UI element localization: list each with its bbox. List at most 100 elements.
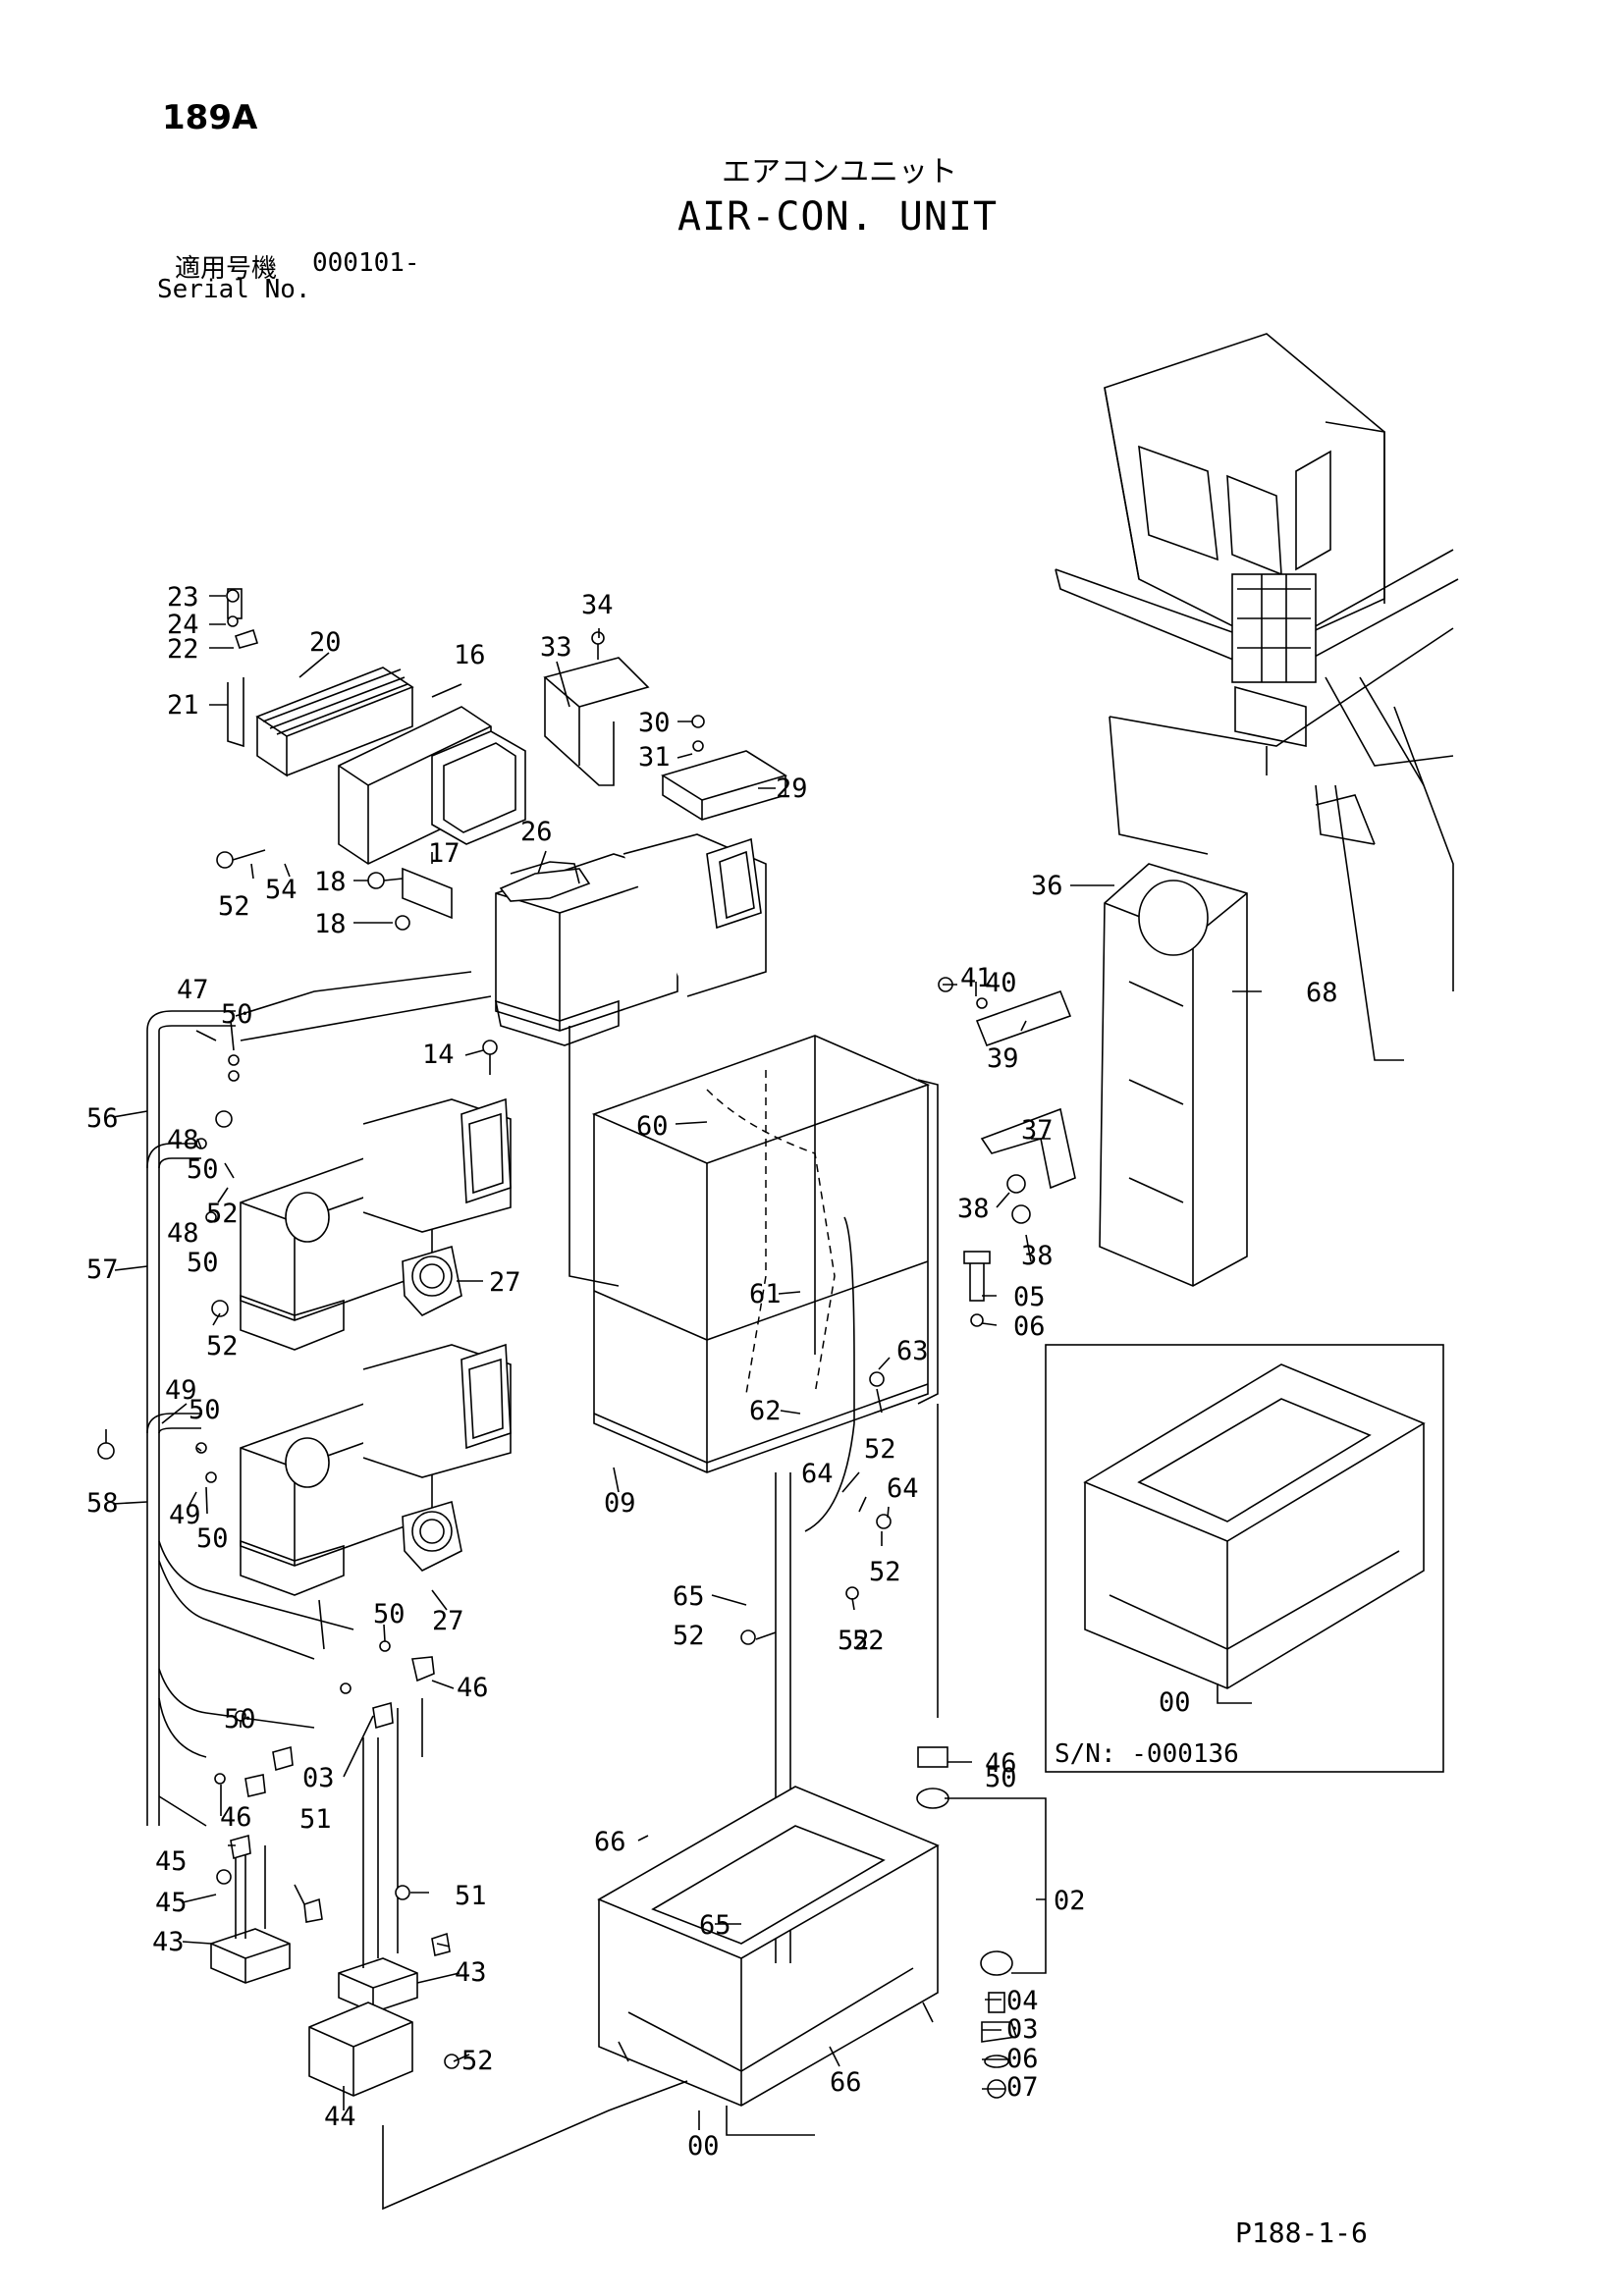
- middle-ac-unit: [240, 1097, 512, 1351]
- part-callout-52: 52: [461, 2046, 494, 2076]
- part-callout-52: 52: [218, 891, 250, 922]
- mount-frame: [591, 1035, 939, 1963]
- part-callout-66: 66: [830, 2067, 862, 2098]
- part-callout-51: 51: [299, 1804, 332, 1835]
- part-callout-50: 50: [221, 999, 253, 1030]
- part-callout-65: 65: [699, 1910, 731, 1941]
- part-callout-49: 49: [169, 1500, 201, 1530]
- part-callout-50: 50: [196, 1523, 229, 1554]
- part-callout-24: 24: [167, 610, 199, 640]
- part-callout-26: 26: [520, 817, 553, 847]
- part-callout-48: 48: [167, 1218, 199, 1249]
- part-callout-52: 52: [869, 1557, 901, 1587]
- part-callout-03: 03: [302, 1763, 335, 1793]
- part-callout-60: 60: [636, 1111, 669, 1142]
- part-callout-46: 46: [985, 1748, 1017, 1779]
- part-callout-50: 50: [187, 1154, 219, 1185]
- leader-lines: [105, 595, 1262, 2130]
- machine-cab-context: [1055, 333, 1459, 1061]
- base-frame: [597, 1786, 940, 2136]
- part-callout-37: 37: [1021, 1115, 1054, 1146]
- part-callout-09: 09: [604, 1488, 636, 1519]
- part-callout-00: 00: [1159, 1687, 1191, 1718]
- part-callout-41: 41: [960, 963, 993, 993]
- part-callout-03: 03: [1006, 2014, 1039, 2045]
- part-callout-50: 50: [189, 1395, 221, 1425]
- part-callout-06: 06: [1013, 1311, 1046, 1342]
- diagram-title-jp: エアコンユニット: [722, 155, 957, 189]
- part-callout-22: 22: [167, 634, 199, 665]
- part-callout-43: 43: [455, 1957, 487, 1988]
- part-callout-30: 30: [638, 708, 671, 738]
- part-callout-33: 33: [540, 632, 572, 663]
- part-callout-45: 45: [155, 1888, 188, 1918]
- part-callout-50: 50: [187, 1248, 219, 1278]
- part-callout-48: 48: [167, 1125, 199, 1155]
- part-callout-58: 58: [86, 1488, 119, 1519]
- part-callout-45: 45: [155, 1846, 188, 1877]
- part-callout-36: 36: [1031, 871, 1063, 901]
- part-callout-61: 61: [749, 1279, 782, 1309]
- upper-ac-unit: [494, 833, 767, 1046]
- connector-blocks: [210, 1599, 688, 2211]
- part-callout-50: 50: [224, 1704, 256, 1735]
- part-callout-06: 06: [1006, 2044, 1039, 2074]
- part-callout-43: 43: [152, 1927, 185, 1957]
- serial-value: 000101-: [312, 248, 420, 278]
- part-callout-27: 27: [432, 1606, 464, 1636]
- filter-duct-group: [227, 588, 787, 920]
- hoses: [146, 971, 620, 1827]
- part-callout-14: 14: [422, 1040, 455, 1070]
- part-callout-00: 00: [687, 2131, 720, 2162]
- part-callout-31: 31: [638, 742, 671, 773]
- part-callout-52: 52: [673, 1621, 705, 1651]
- part-callout-38: 38: [957, 1194, 990, 1224]
- part-callout-23: 23: [167, 582, 199, 613]
- part-callout-57: 57: [86, 1255, 119, 1285]
- duct-and-brackets: [975, 863, 1248, 1287]
- part-callout-46: 46: [457, 1673, 489, 1703]
- part-callout-21: 21: [167, 690, 199, 721]
- part-callout-17: 17: [428, 838, 460, 869]
- part-callout-47: 47: [177, 975, 209, 1005]
- part-callout-64: 64: [887, 1473, 919, 1504]
- page-reference: P188-1-6: [1235, 2216, 1368, 2249]
- part-callout-04: 04: [1006, 1986, 1039, 2016]
- part-callout-68: 68: [1306, 978, 1338, 1008]
- part-callout-46: 46: [220, 1802, 252, 1833]
- part-callout-29: 29: [776, 774, 808, 804]
- part-callout-52: 52: [852, 1626, 885, 1656]
- inset-serial-caption: S/N: -000136: [1055, 1739, 1239, 1769]
- part-callout-52: 52: [864, 1434, 896, 1465]
- lower-ac-unit: [240, 1343, 512, 1596]
- part-callout-38: 38: [1021, 1241, 1054, 1271]
- part-callout-50: 50: [373, 1599, 406, 1629]
- part-callout-62: 62: [749, 1396, 782, 1426]
- part-callout-18: 18: [314, 867, 347, 897]
- diagram-title-en: AIR-CON. UNIT: [677, 194, 999, 240]
- serial-label-en: Serial No.: [157, 275, 311, 304]
- inset-panel: [1045, 1344, 1444, 1773]
- part-callout-39: 39: [987, 1043, 1019, 1074]
- serial-label-jp: 適用号機: [175, 254, 278, 284]
- part-callout-07: 07: [1006, 2072, 1039, 2103]
- part-callout-51: 51: [455, 1881, 487, 1911]
- part-callout-27: 27: [489, 1267, 521, 1298]
- part-callout-05: 05: [1013, 1282, 1046, 1312]
- part-callout-18: 18: [314, 909, 347, 939]
- part-callout-02: 02: [1054, 1886, 1086, 1916]
- part-callout-40: 40: [985, 968, 1017, 998]
- part-callout-56: 56: [86, 1103, 119, 1134]
- part-callout-52: 52: [206, 1199, 239, 1229]
- part-callout-16: 16: [454, 640, 486, 670]
- part-callout-54: 54: [265, 875, 298, 905]
- part-callout-65: 65: [673, 1581, 705, 1612]
- part-callout-50: 50: [985, 1763, 1017, 1793]
- page-number: 189A: [162, 98, 258, 137]
- part-callout-44: 44: [324, 2102, 356, 2132]
- part-callout-63: 63: [896, 1336, 929, 1366]
- part-callout-20: 20: [309, 627, 342, 658]
- part-callout-34: 34: [581, 590, 614, 620]
